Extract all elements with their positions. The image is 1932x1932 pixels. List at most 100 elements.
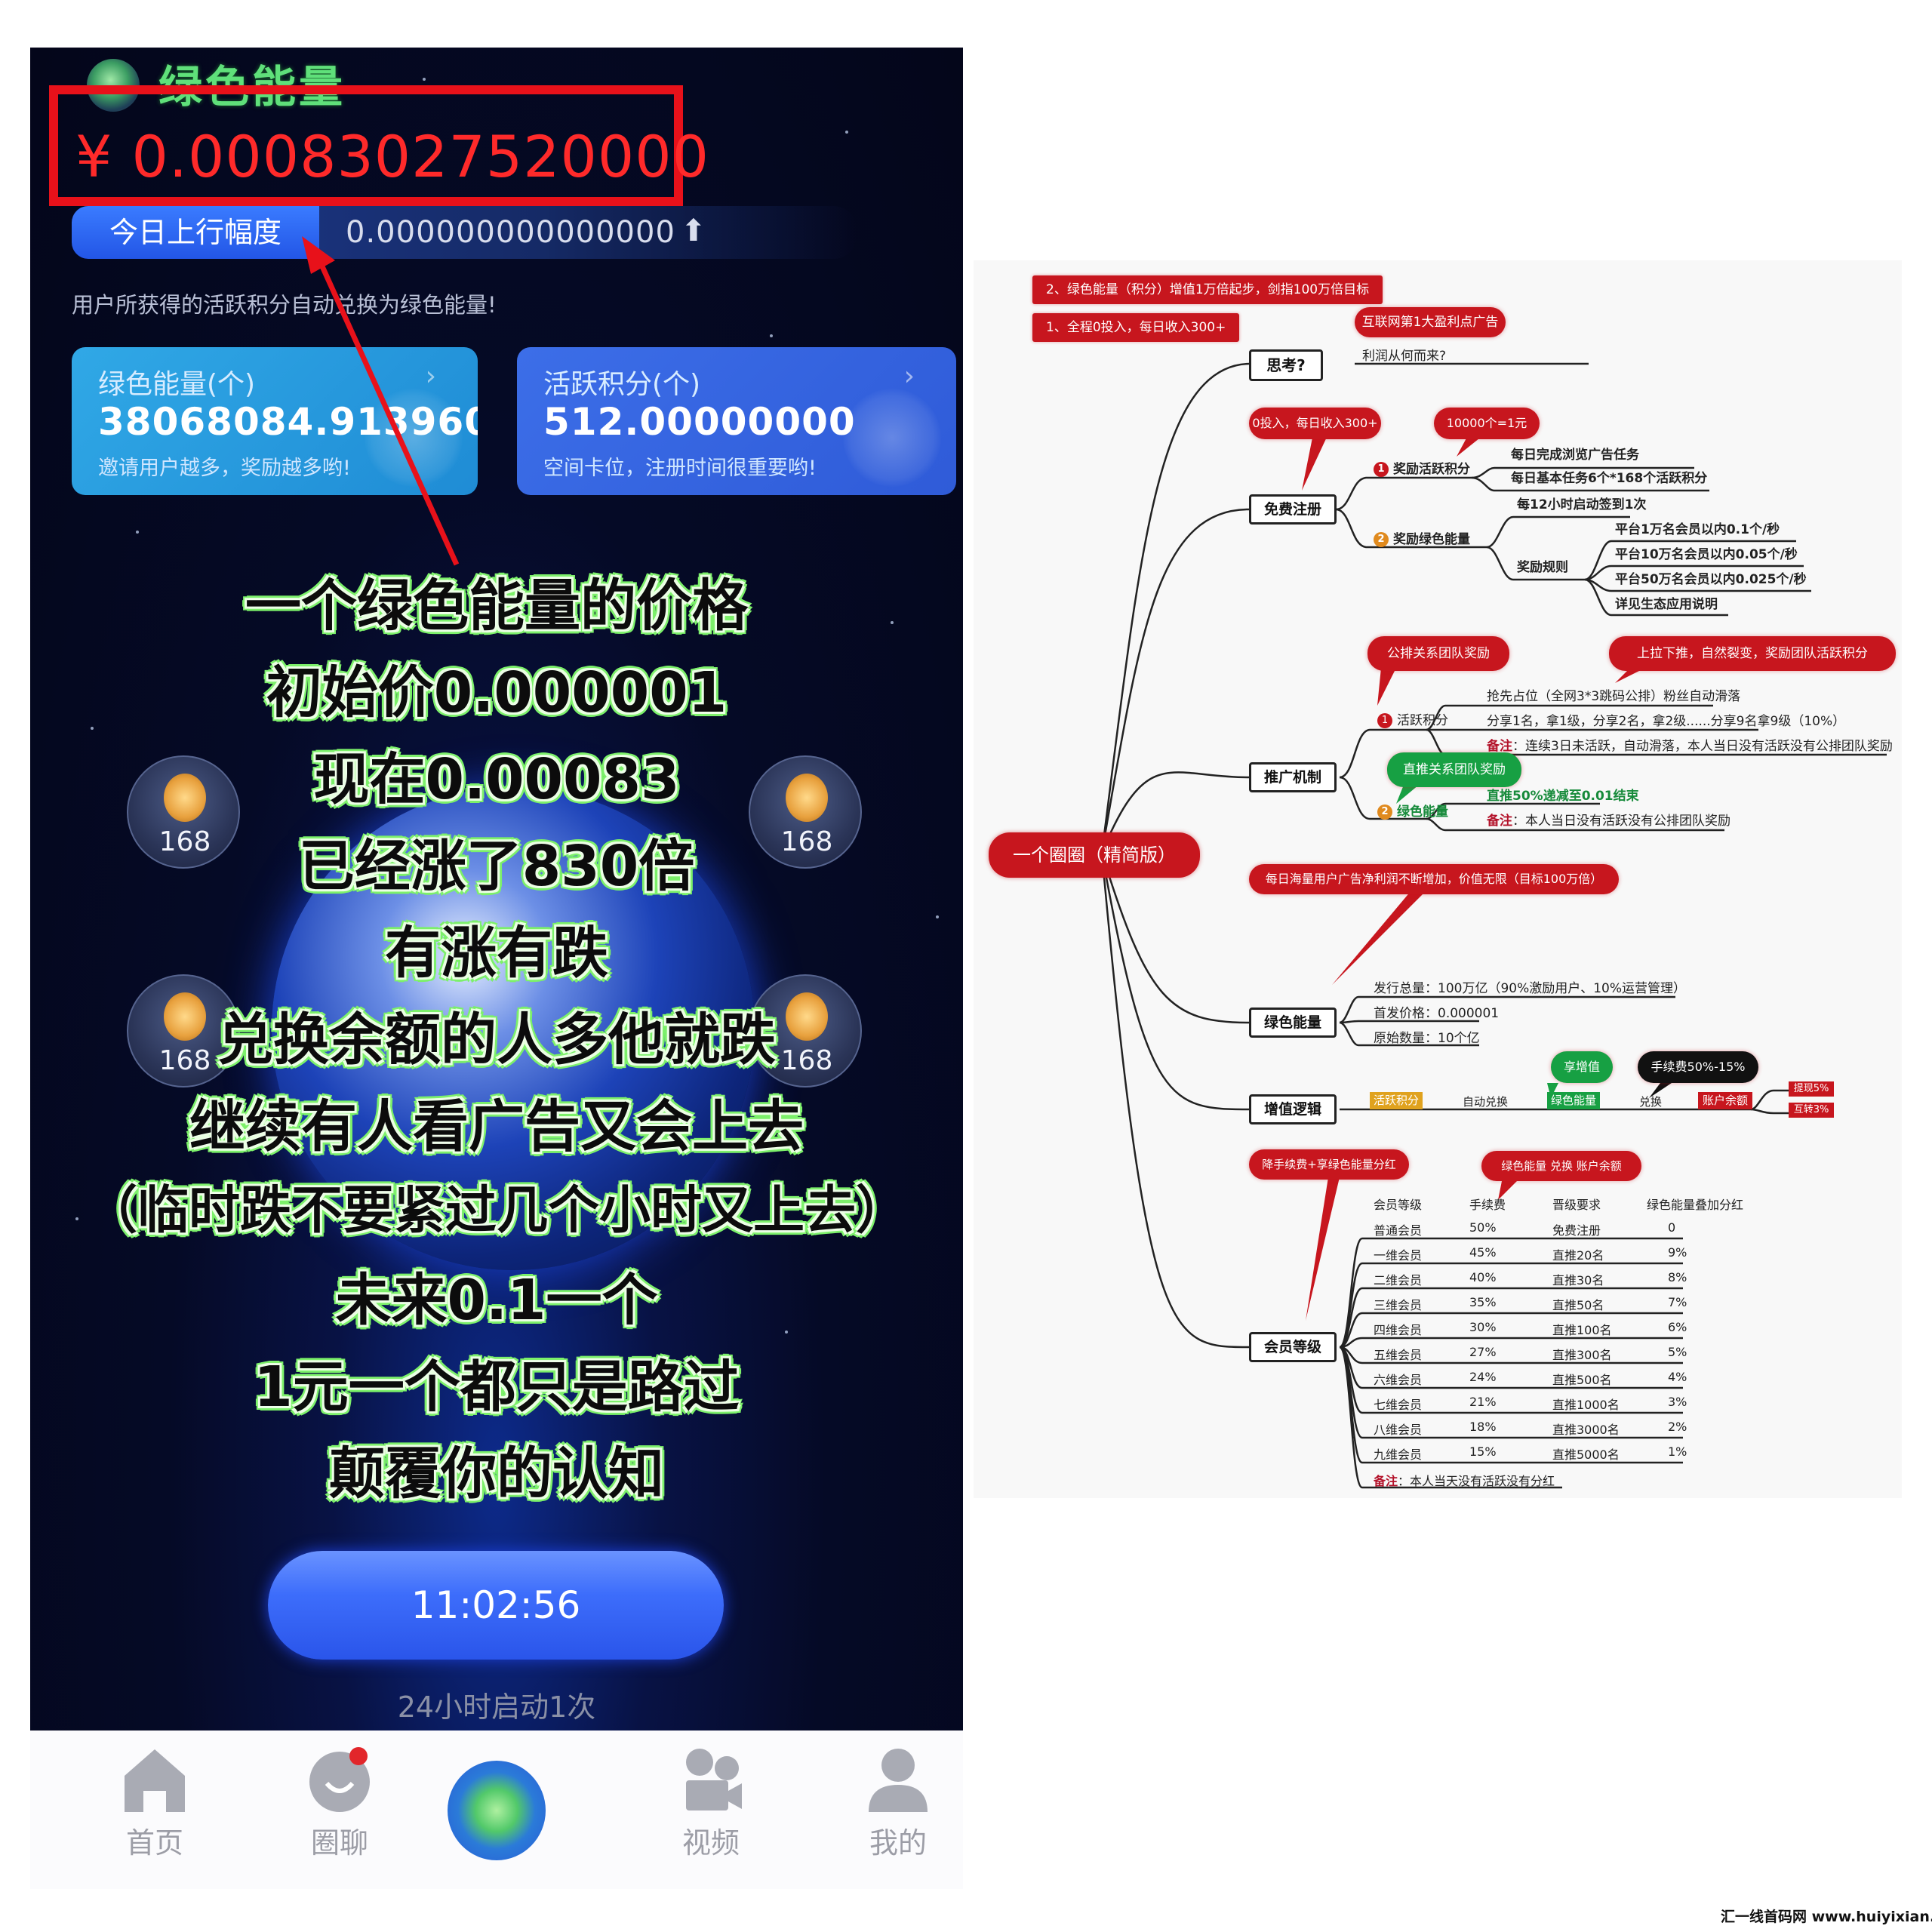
table-cell: 七维会员	[1374, 1398, 1423, 1412]
table-cell: 二维会员	[1374, 1273, 1423, 1287]
table-cell: 3%	[1668, 1395, 1687, 1409]
timer-note: 24小时启动1次	[397, 1690, 596, 1724]
table-cell: 九维会员	[1374, 1447, 1423, 1462]
tab-profile[interactable]: 我的	[838, 1746, 958, 1860]
bubble-fee-dividend: 降手续费+享绿色能量分红	[1249, 1149, 1409, 1180]
headline-goal: 2、绿色能量（积分）增值1万倍起步，剑指100万倍目标	[1032, 275, 1383, 304]
active-points-card[interactable]: 活跃积分(个) › 512.00000000 空间卡位，注册时间很重要哟!	[517, 347, 956, 495]
table-cell: 直推5000名	[1552, 1447, 1620, 1462]
start-timer-button[interactable]: 11:02:56	[268, 1551, 724, 1660]
reward-bubble[interactable]: 168	[127, 974, 240, 1088]
reward-rules-label: 奖励规则	[1517, 560, 1568, 575]
bubble-appreciation: 享增值	[1551, 1051, 1613, 1083]
mindmap-root: 一个圈圈（精简版）	[989, 832, 1200, 878]
table-cell: 40%	[1469, 1270, 1497, 1284]
card-title: 绿色能量(个)	[98, 369, 256, 400]
tab-label: 视频	[681, 1826, 740, 1860]
promo-item: 分享1名，拿1级，分享2名，拿2级......分享9名拿9级（10%）	[1487, 714, 1846, 729]
table-cell: 六维会员	[1374, 1373, 1423, 1387]
register-item: 每12小时启动签到1次	[1517, 497, 1647, 512]
bubble-pull-push: 上拉下推，自然裂变，奖励团队活跃积分	[1609, 636, 1896, 671]
register-item: 每日基本任务6个*168个活跃积分	[1511, 471, 1708, 486]
reward-value: 168	[158, 1045, 211, 1076]
home-icon	[121, 1746, 189, 1814]
overlay-caption-line: 颠覆你的认知	[329, 1441, 664, 1506]
link-exchange: 兑换	[1639, 1095, 1663, 1109]
table-header: 晋级要求	[1552, 1198, 1601, 1212]
card-value: 38068084.913960...	[98, 400, 478, 444]
overlay-caption-line: 兑换余额的人多他就跌	[217, 1008, 776, 1072]
table-cell: 直推3000名	[1552, 1423, 1620, 1437]
tab-video[interactable]: 视频	[651, 1746, 771, 1860]
tab-label: 圈聊	[310, 1826, 368, 1860]
think-item: 利润从何而来?	[1362, 349, 1447, 364]
reward-value: 168	[780, 826, 833, 857]
card-subtitle: 邀请用户越多，奖励越多哟!	[98, 457, 351, 480]
topic-free-register: 免费注册	[1249, 494, 1337, 525]
promo-note: 备注：连续3日未活跃，自动滑落，本人当日没有活跃没有公排团队奖励	[1487, 739, 1893, 754]
promo-item: 抢先占位（全网3*3跳码公排）粉丝自动滑落	[1487, 689, 1741, 704]
card-value: 512.00000000	[543, 400, 856, 444]
bubble-zero-investment: 0投入，每日收入300+	[1249, 408, 1381, 439]
headline-zero-investment: 1、全程0投入，每日收入300+	[1032, 313, 1240, 342]
bubble-exchange-rate: 10000个=1元	[1434, 408, 1540, 439]
topic-promotion: 推广机制	[1249, 762, 1337, 792]
table-cell: 直推30名	[1552, 1273, 1604, 1287]
reward-rule: 平台1万名会员以内0.1个/秒	[1615, 522, 1780, 537]
overlay-caption-line: 有涨有跌	[385, 921, 608, 986]
promo-item: 直推50%递减至0.01结束	[1487, 789, 1639, 804]
coin-icon	[164, 774, 206, 822]
chat-icon	[306, 1746, 374, 1814]
reward-bubble[interactable]: 168	[127, 755, 240, 869]
table-cell: 18%	[1469, 1420, 1497, 1434]
table-cell: 45%	[1469, 1245, 1497, 1260]
reward-bubble[interactable]: 168	[749, 755, 862, 869]
table-cell: 27%	[1469, 1345, 1497, 1359]
mindmap-connectors	[1100, 307, 1887, 1489]
bubble-exchange-balance: 绿色能量 兑换 账户余额	[1481, 1151, 1641, 1181]
chip-account-balance: 账户余额	[1698, 1092, 1752, 1109]
table-cell: 7%	[1668, 1295, 1687, 1309]
coin-icon	[164, 992, 206, 1041]
reward-value: 168	[780, 1045, 833, 1076]
table-cell: 一维会员	[1374, 1248, 1423, 1263]
table-header: 手续费	[1469, 1198, 1506, 1212]
profile-icon	[864, 1746, 932, 1814]
bubble-fee-range: 手续费50%-15%	[1638, 1051, 1758, 1083]
green-energy-card[interactable]: 绿色能量(个) › 38068084.913960... 邀请用户越多，奖励越多…	[72, 347, 478, 495]
earth-globe	[272, 787, 755, 1270]
table-cell: 直推100名	[1552, 1323, 1612, 1337]
table-cell: 0	[1668, 1220, 1676, 1235]
membership-note: 备注：本人当天没有活跃没有分红	[1374, 1474, 1555, 1488]
tab-green-energy[interactable]	[448, 1761, 546, 1860]
overlay-caption-line: 初始价0.000001	[266, 660, 728, 725]
overlay-caption-line: 未来0.1一个	[335, 1268, 658, 1333]
chip-withdraw: 提现5%	[1789, 1081, 1834, 1097]
tab-home[interactable]: 首页	[94, 1746, 215, 1860]
topic-think: 思考?	[1249, 349, 1323, 381]
table-cell: 21%	[1469, 1395, 1497, 1409]
topic-membership: 会员等级	[1249, 1332, 1337, 1362]
table-header: 绿色能量叠加分红	[1647, 1198, 1744, 1212]
energy-item: 首发价格：0.000001	[1374, 1006, 1500, 1021]
today-change-tag[interactable]: 今日上行幅度	[72, 206, 319, 259]
table-cell: 4%	[1668, 1370, 1687, 1384]
table-cell: 直推20名	[1552, 1248, 1604, 1263]
overlay-caption-line: 继续有人看广告又会上去	[189, 1094, 804, 1159]
bubble-ad-profit: 互联网第1大盈利点广告	[1355, 307, 1506, 337]
card-title: 活跃积分(个)	[543, 369, 701, 400]
table-cell: 24%	[1469, 1370, 1497, 1384]
today-change-value: 0.000000000000000	[346, 215, 675, 250]
chip-transfer: 互转3%	[1789, 1103, 1834, 1118]
reward-bubble[interactable]: 168	[749, 974, 862, 1088]
coin-watermark-icon	[843, 389, 941, 487]
reward-rule: 平台10万名会员以内0.05个/秒	[1615, 547, 1798, 562]
table-cell: 直推500名	[1552, 1373, 1612, 1387]
card-subtitle: 空间卡位，注册时间很重要哟!	[543, 457, 817, 480]
watermark: 汇一线首码网 www.huiyixian.com	[1721, 1909, 1932, 1925]
tab-chat[interactable]: 圈聊	[279, 1746, 400, 1860]
overlay-caption-line: （临时跌不要紧过几个小时又上去）	[85, 1181, 907, 1241]
